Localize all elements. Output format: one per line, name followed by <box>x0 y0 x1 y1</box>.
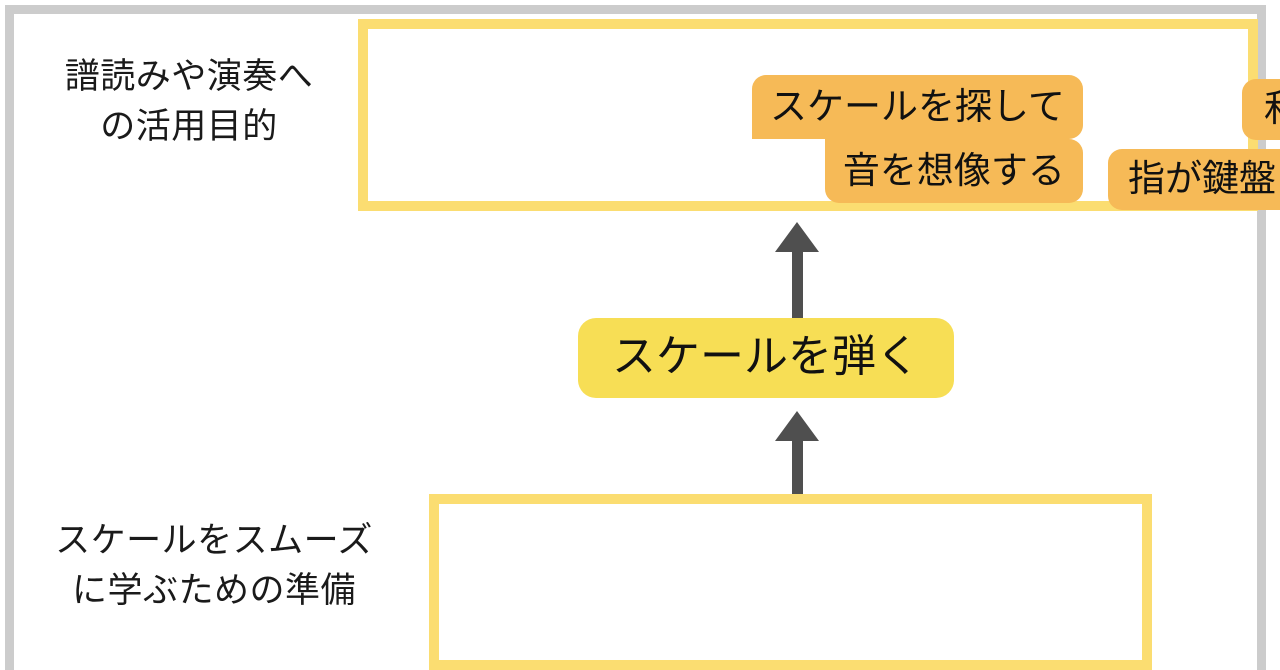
chip-scale-imagine-line-1: スケールを探して <box>752 75 1083 139</box>
row-label-top: 譜読みや演奏へ の活用目的 <box>64 57 314 146</box>
arrow-shaft <box>792 248 803 318</box>
group-box-bottom: 音を想像する （全音／半音） 黒鍵の感覚 <box>429 494 1152 670</box>
chip-play-scale: スケールを弾く <box>578 318 954 398</box>
arrow-head-icon <box>775 222 819 252</box>
chip-scale-imagine: スケールを探して 音を想像する <box>752 75 1083 203</box>
arrow-up-bottom-to-middle <box>775 411 819 495</box>
row-label-bottom: スケールをスムーズ に学ぶための準備 <box>55 521 373 610</box>
arrow-shaft <box>792 437 803 495</box>
chip-finger-on-keyboard: 指が鍵盤に自然における <box>1108 149 1280 210</box>
group-box-top: スケールを探して 音を想像する 和音の理解 指が鍵盤に自然における <box>358 19 1280 211</box>
arrow-up-middle-to-top <box>775 222 819 318</box>
arrow-head-icon <box>775 411 819 441</box>
chip-chord-understanding: 和音の理解 <box>1242 79 1280 140</box>
chip-scale-imagine-line-2: 音を想像する <box>824 139 1083 203</box>
